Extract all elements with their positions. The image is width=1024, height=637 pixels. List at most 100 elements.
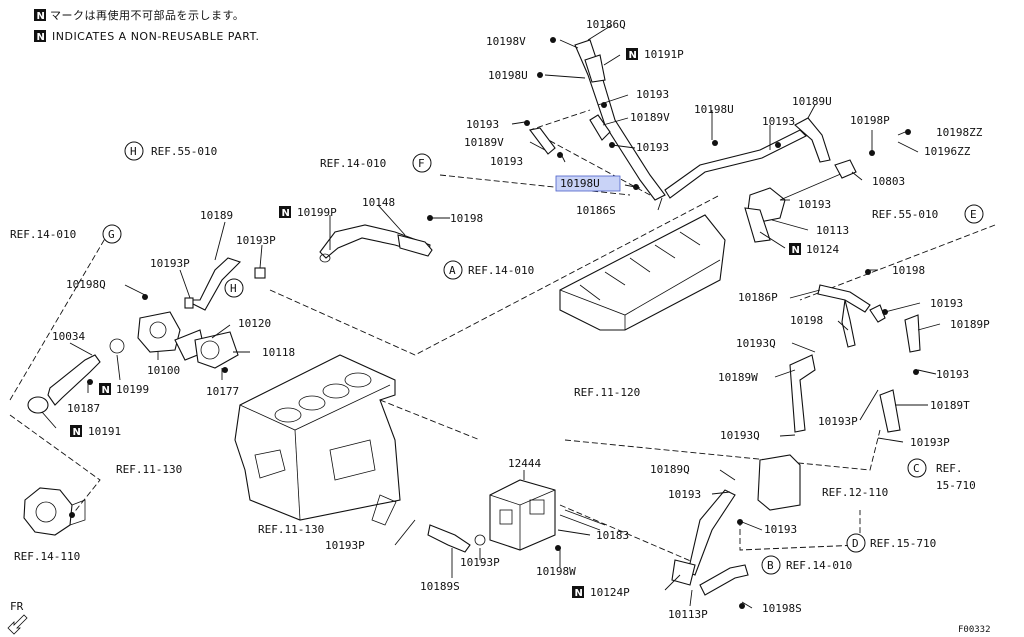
part-label: 10189U: [792, 95, 832, 108]
part-leader-lines: [41, 24, 941, 609]
diagram-shape: [397, 234, 433, 257]
diagram-shape: [559, 514, 601, 531]
diagram-shape: [664, 574, 681, 591]
diagram-shape: [259, 244, 263, 269]
diagram-shape: [274, 407, 302, 423]
part-label: 10113P: [668, 608, 708, 621]
ref-label: REF.15-710: [870, 537, 936, 550]
diagram-shape: [559, 214, 726, 331]
diagram-shape: [559, 504, 701, 566]
part-label: 10198: [790, 314, 823, 327]
diagram-shape: [771, 219, 809, 231]
diagram-shape: [884, 302, 921, 313]
part-label: 10113: [816, 224, 849, 237]
part-label: 10193P: [818, 415, 858, 428]
part-label: 10100: [147, 364, 180, 377]
bolt-icon: [87, 379, 93, 385]
ref-label: REF.55-010: [151, 145, 217, 158]
part-label: 10193Q: [720, 429, 760, 442]
diagram-shape: [329, 439, 376, 481]
part-label: 10193P: [910, 436, 950, 449]
reference-labels: H REF.55-010 REF.14-010 F REF.14-010 G H…: [10, 141, 984, 575]
part-label: 10196ZZ: [924, 145, 971, 158]
part-label: 10198: [450, 212, 483, 225]
diagram-shape: [869, 304, 886, 323]
diagram-text: C: [913, 462, 920, 475]
part-label: 10198: [892, 264, 925, 277]
part-label: 10199P: [297, 206, 337, 219]
diagram-shape: [589, 114, 611, 141]
part-label: 10198S: [762, 602, 802, 615]
callout-e: [964, 204, 984, 224]
diagram-shape: [344, 372, 372, 388]
n-badge-icon: [34, 30, 46, 42]
part-label: 10198ZZ: [936, 126, 983, 139]
fr-arrow-icon: [7, 614, 28, 635]
part-label: 10198U: [694, 103, 734, 116]
bolt-icon: [537, 72, 543, 78]
ref-label: REF.14-010: [320, 157, 386, 170]
diagram-shape: [917, 323, 941, 331]
diagram-shape: [851, 171, 863, 181]
diagram-shape: [319, 253, 331, 263]
bolt-icon: [913, 369, 919, 375]
bolt-icon: [609, 142, 615, 148]
legend-jp: マークは再使用不可部品を示します。: [50, 8, 244, 22]
diagram-shape: [564, 509, 606, 526]
diagram-shape: [474, 534, 486, 546]
diagram-text: H: [230, 282, 237, 295]
diagram-shape: [687, 489, 736, 576]
diagram-shape: [23, 487, 73, 536]
n-badge-icon: [572, 586, 584, 598]
diagram-shape: [711, 491, 731, 495]
part-label: 10191P: [644, 48, 684, 61]
part-label: 10199: [116, 383, 149, 396]
part-label: 10191: [88, 425, 121, 438]
diagram-shape: [214, 221, 226, 261]
ref-label: REF.55-010: [872, 208, 938, 221]
part-label: 10198V: [486, 35, 526, 48]
ref-label: REF.11-130: [258, 523, 324, 536]
part-label: 10189Q: [650, 463, 690, 476]
diagram-shape: [904, 314, 921, 353]
diagram-shape: [9, 229, 111, 401]
diagram-shape: [27, 396, 49, 414]
diagram-shape: [877, 437, 904, 443]
diagram-shape: [602, 117, 629, 126]
part-label: 10193: [764, 523, 797, 536]
front-arrow: FR: [7, 600, 28, 635]
n-badge-icon: [70, 425, 82, 437]
diagram-shape: [879, 389, 901, 433]
part-label: 10193: [762, 115, 795, 128]
diagram-shape: [544, 74, 586, 79]
part-label: 10189V: [464, 136, 504, 149]
diagram-shape: [179, 269, 191, 299]
diagram-shape: [254, 449, 286, 479]
diagram-shape: [529, 499, 545, 515]
part-label: 10193: [636, 88, 669, 101]
part-label: 10148: [362, 196, 395, 209]
diagram-shape: [529, 127, 556, 155]
diagram-shape: [757, 454, 801, 511]
right-hoses-drawing: [671, 284, 921, 596]
part-label: 10189W: [718, 371, 758, 384]
top-pipe-cluster-drawing: [529, 39, 857, 243]
diagram-shape: [817, 284, 871, 313]
callout-a: [443, 260, 463, 280]
ref-label: REF.14-110: [14, 550, 80, 563]
ref-label: 15-710: [936, 479, 976, 492]
diagram-shape: [657, 197, 663, 211]
diagram-text: B: [767, 559, 774, 572]
part-label: 10198P: [850, 114, 890, 127]
diagram-text: N: [37, 32, 45, 43]
diagram-shape: [741, 521, 763, 531]
callout-f: [412, 153, 432, 173]
legend-en: INDICATES A NON-REUSABLE PART.: [52, 30, 259, 43]
diagram-shape: [699, 564, 749, 596]
diagram-shape: [298, 395, 326, 411]
diagram-shape: [499, 509, 513, 525]
part-label: 10034: [52, 330, 85, 343]
part-label: 10187: [67, 402, 100, 415]
diagram-shape: [741, 601, 753, 609]
